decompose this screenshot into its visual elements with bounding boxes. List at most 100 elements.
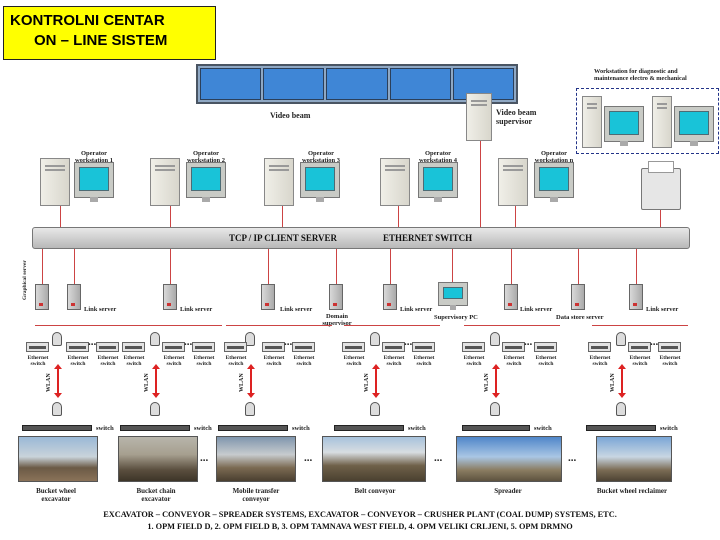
cable	[578, 249, 579, 284]
ethernet-switch-label: Ethernet switch	[589, 355, 611, 367]
ethernet-switch-label: Ethernet switch	[97, 355, 119, 367]
ellipsis: ...	[404, 336, 413, 348]
wlan-label: WLAN	[239, 373, 245, 392]
domain-supervisor-server	[329, 284, 343, 310]
machine-label: Mobile transfer conveyor	[232, 487, 280, 503]
switch-bar-left-label: TCP / IP CLIENT SERVER	[229, 233, 338, 243]
ethernet-switch-label: Ethernet switch	[629, 355, 651, 367]
ethernet-switch-label: Ethernet switch	[383, 355, 405, 367]
ethernet-switch-bar: TCP / IP CLIENT SERVER ETHERNET SWITCH	[32, 227, 690, 249]
operator-3-monitor	[300, 162, 340, 202]
ellipsis: ...	[200, 452, 209, 464]
operator-n-tower	[498, 158, 528, 206]
bucket-wheel-excavator-photo	[18, 436, 98, 482]
ethernet-switch-label: Ethernet switch	[225, 355, 247, 367]
ethernet-switch	[262, 342, 285, 352]
link-server-6	[629, 284, 643, 310]
operator-3-label: Operator workstation 3	[301, 150, 341, 164]
diagnostic-workstation-label: Workstation for diagnostic and maintenan…	[594, 68, 687, 82]
ethernet-switch-label: Ethernet switch	[123, 355, 145, 367]
title-line-2: ON – LINE SISTEM	[34, 32, 168, 49]
cable	[511, 249, 512, 284]
cable	[344, 325, 440, 326]
link-server-2	[163, 284, 177, 310]
switch-rack	[22, 425, 92, 431]
ellipsis: ...	[284, 336, 293, 348]
cable	[170, 249, 171, 284]
ethernet-switch	[658, 342, 681, 352]
switch-rack	[334, 425, 404, 431]
video-beam-label: Video beam	[270, 111, 311, 120]
ethernet-switch-label: Ethernet switch	[659, 355, 681, 367]
ellipsis: ...	[184, 336, 193, 348]
bucket-wheel-reclaimer-photo	[596, 436, 672, 482]
cable	[282, 206, 283, 227]
machine-access-point	[150, 402, 160, 416]
operator-n-monitor	[534, 162, 574, 202]
ethernet-switch	[26, 342, 49, 352]
wlan-arrow	[618, 364, 626, 398]
video-beam-supervisor-label: Video beam supervisor	[496, 108, 537, 126]
cable	[398, 206, 399, 227]
machine-label: Bucket wheel reclaimer	[596, 487, 668, 495]
video-beam-wall	[196, 64, 518, 104]
operator-2-monitor	[186, 162, 226, 202]
mobile-transfer-conveyor-photo	[216, 436, 296, 482]
title-line-1: KONTROLNI CENTAR	[10, 12, 165, 29]
link-server-5	[504, 284, 518, 310]
video-beam-supervisor-computer	[466, 93, 492, 141]
ethernet-switch	[162, 342, 185, 352]
diagnostic-monitor-2	[674, 106, 714, 146]
machine-label: Belt conveyor	[354, 487, 396, 495]
wlan-arrow	[152, 364, 160, 398]
cable	[35, 325, 155, 326]
link-server-3-label: Link server	[280, 306, 313, 313]
ethernet-switch-label: Ethernet switch	[27, 355, 49, 367]
wireless-access-point	[52, 332, 62, 346]
ethernet-switch-label: Ethernet switch	[503, 355, 525, 367]
data-store-server-label: Data store server	[556, 314, 604, 321]
ellipsis: ...	[434, 452, 443, 464]
machine-label: Bucket wheel excavator	[36, 487, 76, 503]
switch-rack	[120, 425, 190, 431]
switch-rack	[462, 425, 530, 431]
wlan-arrow	[492, 364, 500, 398]
wlan-arrow	[247, 364, 255, 398]
cable	[464, 325, 560, 326]
link-server-4	[383, 284, 397, 310]
wireless-access-point	[490, 332, 500, 346]
machine-access-point	[245, 402, 255, 416]
ellipsis: ...	[524, 336, 533, 348]
switch-label: switch	[96, 425, 114, 432]
cable	[390, 249, 391, 284]
cable	[452, 249, 453, 282]
ethernet-switch-label: Ethernet switch	[67, 355, 89, 367]
ethernet-switch	[292, 342, 315, 352]
operator-n-label: Operator workstation n	[534, 150, 574, 164]
machine-access-point	[490, 402, 500, 416]
supervisory-pc-label: Supervisory PC	[434, 314, 478, 321]
ethernet-switch-label: Ethernet switch	[535, 355, 557, 367]
ethernet-switch-label: Ethernet switch	[413, 355, 435, 367]
graphical-server-label: Graphical server	[22, 260, 28, 300]
link-server-1-label: Link server	[84, 306, 117, 313]
ethernet-switch	[588, 342, 611, 352]
switch-label: switch	[660, 425, 678, 432]
switch-bar-right-label: ETHERNET SWITCH	[383, 233, 473, 243]
operator-4-tower	[380, 158, 410, 206]
wlan-arrow	[372, 364, 380, 398]
operator-2-label: Operator workstation 2	[186, 150, 226, 164]
ethernet-switch	[192, 342, 215, 352]
ethernet-switch	[342, 342, 365, 352]
link-server-1	[67, 284, 81, 310]
ellipsis: ...	[650, 336, 659, 348]
wlan-label: WLAN	[364, 373, 370, 392]
ethernet-switch	[502, 342, 525, 352]
cable	[268, 249, 269, 284]
switch-label: switch	[408, 425, 426, 432]
ethernet-switch-label: Ethernet switch	[293, 355, 315, 367]
wlan-label: WLAN	[484, 373, 490, 392]
operator-1-label: Operator workstation 1	[74, 150, 114, 164]
switch-label: switch	[534, 425, 552, 432]
ethernet-switch	[382, 342, 405, 352]
